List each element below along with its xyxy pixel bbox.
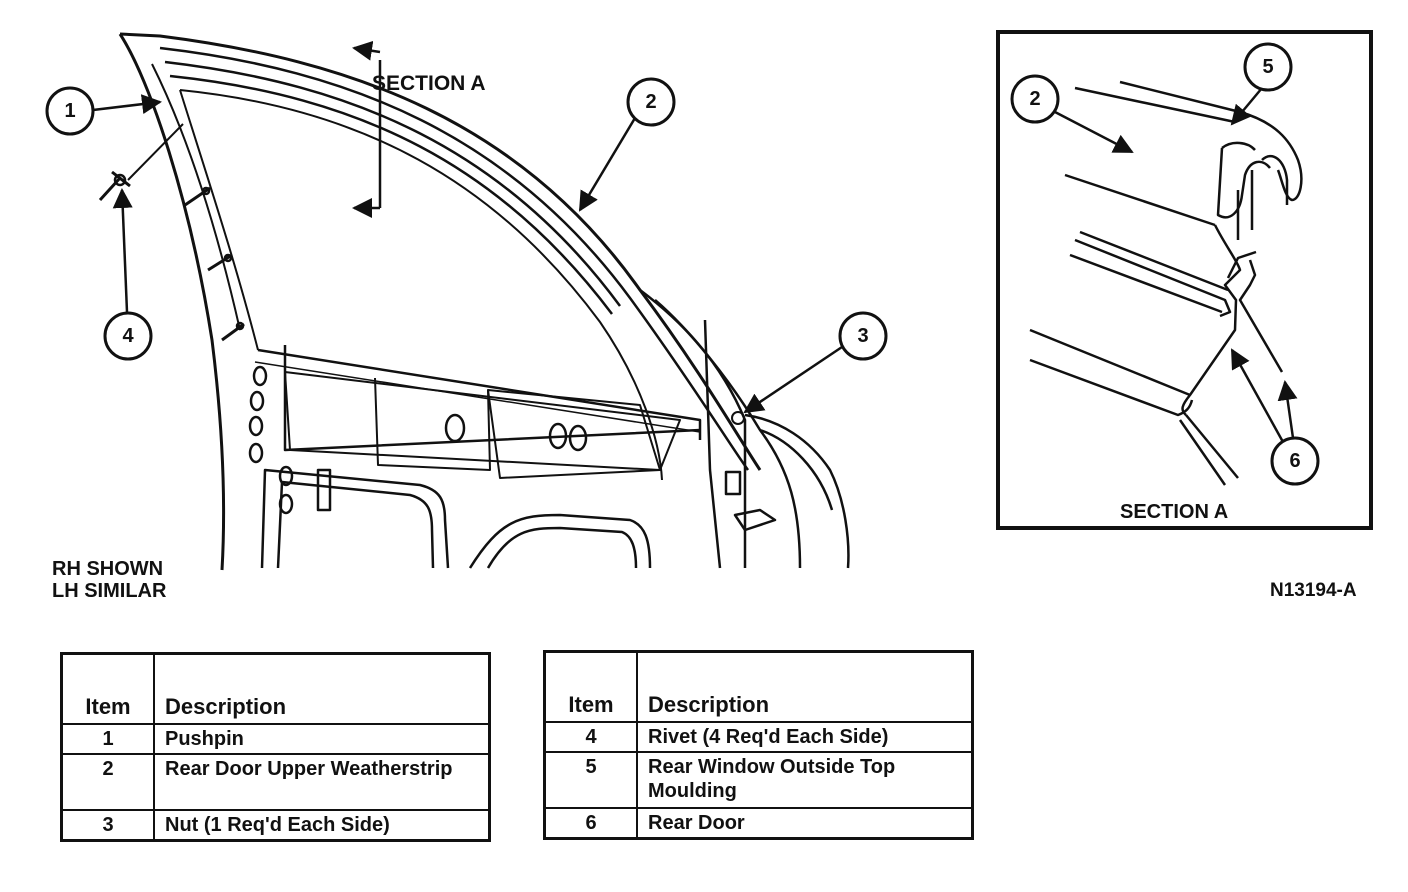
callout-4-number: 4 bbox=[122, 325, 134, 347]
row-description: Nut (1 Req'd Each Side) bbox=[153, 809, 491, 842]
callout-2: 2 bbox=[578, 77, 676, 212]
row-description: Rear Door Upper Weatherstrip bbox=[153, 753, 491, 811]
table-header-row: Item Description bbox=[60, 652, 491, 725]
section-a-inset: 2 5 6 SECTION A bbox=[996, 30, 1373, 530]
callout-4: 4 bbox=[103, 188, 153, 361]
callout-1-number: 1 bbox=[64, 100, 75, 122]
inset-section-a-label: SECTION A bbox=[1120, 501, 1228, 523]
inset-callout-5-number: 5 bbox=[1262, 56, 1273, 78]
header-item: Item bbox=[60, 652, 155, 725]
callout-3-number: 3 bbox=[857, 325, 868, 347]
table-header-row: Item Description bbox=[543, 650, 974, 723]
callout-1: 1 bbox=[45, 86, 162, 136]
pushpin-leader bbox=[127, 123, 184, 181]
section-a-label: SECTION A bbox=[372, 72, 486, 95]
row-description: Rivet (4 Req'd Each Side) bbox=[636, 721, 974, 753]
door-illustration bbox=[98, 32, 850, 571]
section-a-cut-line bbox=[352, 40, 382, 218]
header-description: Description bbox=[636, 650, 974, 723]
inset-callout-2-number: 2 bbox=[1029, 88, 1040, 110]
row-description: Rear Door bbox=[636, 807, 974, 840]
row-item: 1 bbox=[60, 723, 155, 755]
lh-similar-label: LH SIMILAR bbox=[52, 580, 167, 602]
callout-3: 3 bbox=[743, 311, 888, 414]
table-row: 4 Rivet (4 Req'd Each Side) bbox=[543, 721, 974, 753]
table-row: 2 Rear Door Upper Weatherstrip bbox=[60, 753, 491, 811]
header-item: Item bbox=[543, 650, 638, 723]
row-item: 2 bbox=[60, 753, 155, 811]
table-row: 5 Rear Window Outside Top Moulding bbox=[543, 751, 974, 809]
table-row: 1 Pushpin bbox=[60, 723, 491, 755]
table-row: 6 Rear Door bbox=[543, 807, 974, 840]
callout-2-number: 2 bbox=[645, 91, 656, 113]
figure-id: N13194-A bbox=[1270, 580, 1357, 601]
inset-callout-6-number: 6 bbox=[1289, 450, 1300, 472]
row-item: 4 bbox=[543, 721, 638, 753]
row-description: Rear Window Outside Top Moulding bbox=[636, 751, 974, 809]
table-row: 3 Nut (1 Req'd Each Side) bbox=[60, 809, 491, 842]
row-item: 3 bbox=[60, 809, 155, 842]
row-description: Pushpin bbox=[153, 723, 491, 755]
parts-table-right: Item Description 4 Rivet (4 Req'd Each S… bbox=[543, 650, 974, 840]
parts-table-left: Item Description 1 Pushpin 2 Rear Door U… bbox=[60, 652, 491, 842]
row-item: 6 bbox=[543, 807, 638, 840]
rh-shown-label: RH SHOWN bbox=[52, 558, 163, 580]
row-item: 5 bbox=[543, 751, 638, 809]
header-description: Description bbox=[153, 652, 491, 725]
